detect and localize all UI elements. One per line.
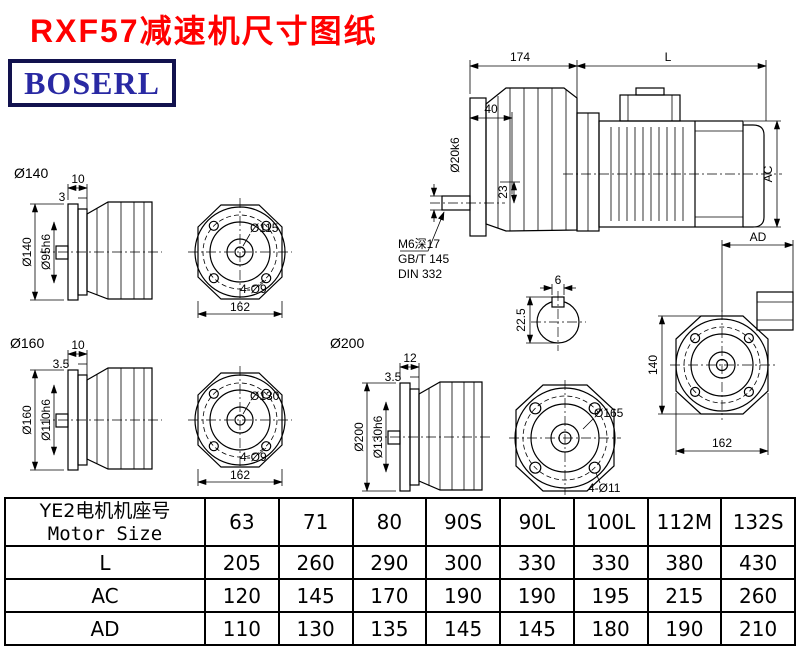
motor-size-header-cell: YE2电机机座号 Motor Size [4, 497, 206, 547]
dim-140-flange: Ø140 [20, 237, 34, 267]
table-cell: 215 [646, 578, 723, 613]
technical-drawing: Ø140 10 3 Ø140 Ø95h6 [10, 50, 794, 495]
size-column-header: 100L [572, 497, 649, 547]
motor-size-table: YE2电机机座号 Motor Size 63 71 80 90S 90L 100… [4, 497, 796, 646]
table-cell: 145 [277, 578, 354, 613]
table-row-AC: AC 120 145 170 190 190 195 215 260 [4, 578, 796, 613]
dim-200-step: 3.5 [385, 370, 402, 384]
dim-motor-length-L: L [665, 50, 672, 64]
label-flange-160: Ø160 [10, 335, 44, 351]
table-cell: 130 [277, 611, 354, 646]
dim-shaft-offset: 23 [496, 185, 510, 199]
size-column-header: 90L [499, 497, 575, 547]
table-cell: 260 [720, 578, 796, 613]
dim-key-height: 22.5 [514, 308, 528, 332]
table-cell: 145 [499, 611, 575, 646]
size-column-header: 90S [425, 497, 501, 547]
table-cell: 260 [277, 545, 354, 580]
motor-size-header-cn: YE2电机机座号 [39, 499, 171, 522]
table-cell: 205 [204, 545, 280, 580]
table-cell: 110 [204, 611, 280, 646]
dim-160-front-width: 162 [230, 468, 250, 482]
page-title: RXF57减速机尺寸图纸 [30, 13, 378, 49]
size-column-header: 63 [204, 497, 280, 547]
dim-140-front-width: 162 [230, 300, 250, 314]
table-cell: 170 [351, 578, 428, 613]
table-cell: 330 [499, 545, 575, 580]
size-column-header: 71 [277, 497, 354, 547]
table-cell: 210 [720, 611, 796, 646]
dim-rear-width: 162 [712, 436, 732, 450]
main-assembly-view: 174 L 40 Ø20k6 [398, 50, 782, 351]
size-column-header: 132S [720, 497, 796, 547]
dim-shaft-diameter: Ø20k6 [448, 137, 462, 173]
row-label-L: L [4, 545, 206, 580]
dim-AC: AC [761, 165, 775, 182]
table-cell: 120 [204, 578, 280, 613]
dim-140-step: 3 [59, 190, 66, 204]
dim-200-holes: 4-Ø11 [588, 481, 621, 495]
dim-key-width: 6 [555, 273, 562, 287]
table-cell: 190 [425, 578, 501, 613]
view-200-front: Ø165 4-Ø11 [509, 380, 624, 495]
dim-160-bolt-circle: Ø130 [250, 389, 280, 403]
label-flange-200: Ø200 [330, 335, 364, 351]
dim-160-flange: Ø160 [20, 405, 34, 435]
table-cell: 290 [351, 545, 428, 580]
table-cell: 180 [572, 611, 649, 646]
view-140-side: Ø140 10 3 Ø140 Ø95h6 [14, 165, 162, 301]
dim-160-spigot: Ø110h6 [39, 399, 53, 441]
table-cell: 430 [720, 545, 796, 580]
logo-text: BOSERL [24, 64, 160, 101]
dim-160-step: 3.5 [53, 357, 70, 371]
dim-200-bolt-circle: Ø165 [594, 406, 624, 420]
boserl-logo: BOSERL [8, 59, 176, 107]
row-label-AC: AC [4, 578, 206, 613]
view-200-side: Ø200 12 3.5 Ø200 Ø130h6 [330, 335, 492, 492]
dim-200-spigot: Ø130h6 [371, 415, 385, 458]
dim-200-width: 12 [403, 351, 417, 365]
dim-160-holes: 4-Ø9 [240, 450, 267, 464]
view-160-front: Ø130 4-Ø9 162 [188, 366, 292, 486]
dim-140-holes: 4-Ø9 [240, 282, 267, 296]
table-row-AD: AD 110 130 135 145 145 180 190 210 [4, 611, 796, 646]
row-label-AD: AD [4, 611, 206, 646]
table-cell: 190 [646, 611, 723, 646]
dim-AD: AD [750, 230, 767, 244]
dim-140-width: 10 [71, 172, 85, 186]
table-cell: 330 [572, 545, 649, 580]
note-din-standard: DIN 332 [398, 267, 442, 281]
note-tapped-hole: M6深17 [398, 237, 440, 251]
table-cell: 190 [499, 578, 575, 613]
table-header-row: YE2电机机座号 Motor Size 63 71 80 90S 90L 100… [4, 497, 796, 547]
label-flange-140: Ø140 [14, 165, 48, 181]
table-cell: 135 [351, 611, 428, 646]
size-column-header: 112M [646, 497, 723, 547]
size-column-header: 80 [351, 497, 428, 547]
dim-rear-height: 140 [646, 355, 660, 375]
view-140-front: Ø115 4-Ø9 162 [188, 198, 292, 318]
dim-shaft-length: 40 [484, 102, 498, 116]
rear-view: AD 140 162 [646, 230, 794, 455]
view-160-side: Ø160 10 3.5 Ø160 Ø110h6 [10, 335, 162, 471]
table-cell: 300 [425, 545, 501, 580]
dim-140-spigot: Ø95h6 [39, 234, 53, 270]
table-cell: 145 [425, 611, 501, 646]
dim-200-flange: Ø200 [352, 422, 366, 452]
note-gbt-standard: GB/T 145 [398, 252, 449, 266]
motor-size-header-en: Motor Size [47, 522, 163, 545]
dim-gearbox-length: 174 [510, 50, 530, 64]
table-row-L: L 205 260 290 300 330 330 380 430 [4, 545, 796, 580]
table-cell: 380 [646, 545, 723, 580]
table-cell: 195 [572, 578, 649, 613]
dim-160-width: 10 [71, 338, 85, 352]
dim-140-bolt-circle: Ø115 [250, 221, 279, 235]
